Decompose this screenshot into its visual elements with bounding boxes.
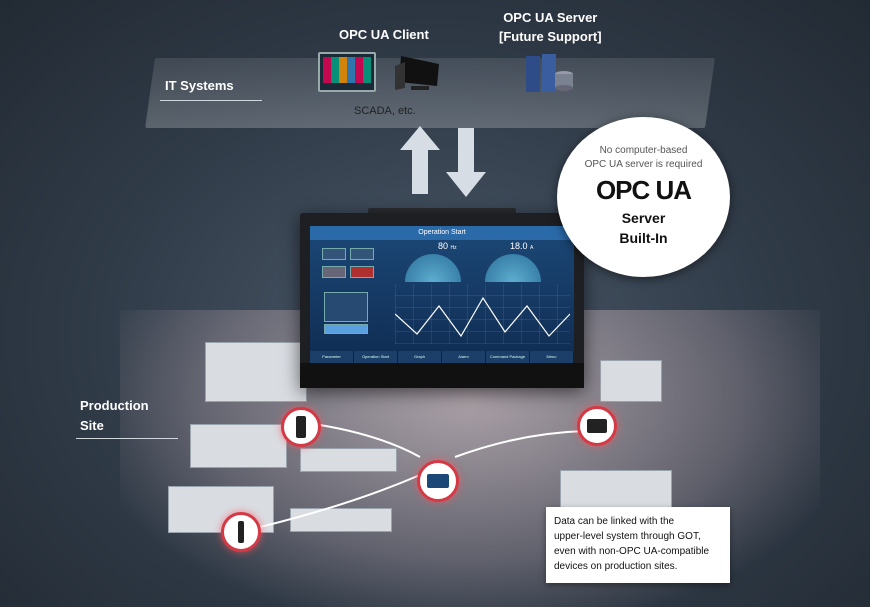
device-circle-right [577, 406, 617, 446]
bubble-text-bottom: Server Built-In [557, 208, 730, 248]
motor-readout: 80 Hz [438, 241, 457, 251]
current-value: 18.0 [510, 241, 528, 251]
screen-tab-bar: Parameter Operation Start Graph Alarm Co… [310, 351, 574, 363]
production-site-label-line2: Site [80, 418, 104, 433]
screen-button-set[interactable] [324, 324, 368, 334]
opc-server-label-line2: [Future Support] [499, 29, 602, 44]
screen-button-2[interactable] [350, 248, 374, 260]
screen-tab-0[interactable]: Parameter [310, 351, 354, 363]
conveyor-upper [300, 448, 397, 472]
got-monitor: Operation Start 80 Hz 18.0 A Parameter O… [300, 213, 584, 388]
info-note: Data can be linked with the upper-level … [546, 507, 730, 583]
machine-back-left [205, 342, 307, 402]
opc-ua-bubble: No computer-based OPC UA server is requi… [557, 117, 730, 277]
screen-button-3[interactable] [322, 266, 346, 278]
updown-arrows-icon [400, 126, 486, 197]
note-line3: even with non-OPC UA-compatible [554, 546, 710, 557]
motor-gauge [405, 254, 461, 282]
screen-button-stop[interactable] [350, 266, 374, 278]
bubble-line1: No computer-based [599, 145, 688, 156]
bubble-text-top: No computer-based OPC UA server is requi… [557, 144, 730, 172]
current-unit: A [530, 245, 534, 251]
laptop-icon [318, 52, 376, 92]
device-circle-lower-left [221, 512, 261, 552]
screen-tab-1[interactable]: Operation Start [354, 351, 398, 363]
motor-unit: Hz [450, 245, 457, 251]
machine-left-upper [190, 424, 287, 468]
opc-server-label: OPC UA Server [Future Support] [499, 8, 602, 46]
opc-client-label: OPC UA Client [339, 27, 429, 42]
screen-button-1[interactable] [322, 248, 346, 260]
trend-graph [394, 284, 571, 344]
screen-tab-5[interactable]: Menu [530, 351, 574, 363]
bubble-line3: Server [621, 210, 666, 226]
machine-back-right [600, 360, 662, 402]
screen-title: Operation Start [310, 226, 574, 240]
screen-tab-2[interactable]: Graph [398, 351, 442, 363]
screen-setting-panel [324, 292, 368, 322]
machine-right-racks [560, 470, 672, 508]
bubble-line4: Built-In [619, 230, 668, 246]
note-line4: devices on production sites. [554, 561, 678, 572]
opc-server-label-line1: OPC UA Server [503, 10, 598, 25]
production-site-underline [76, 438, 178, 439]
production-site-label-line1: Production [80, 398, 149, 413]
production-site-label: Production Site [80, 396, 149, 436]
it-systems-label: IT Systems [165, 78, 234, 93]
current-gauge [485, 254, 541, 282]
scada-label: SCADA, etc. [354, 105, 416, 117]
current-readout: 18.0 A [510, 241, 533, 251]
it-systems-underline [160, 100, 262, 101]
monitor-bezel-bottom [300, 363, 584, 388]
monitor-pc-icon [393, 52, 443, 94]
screen-tab-3[interactable]: Alarm [442, 351, 486, 363]
got-circle-center [417, 460, 459, 502]
conveyor-lower [290, 508, 392, 532]
opc-ua-logo: OPC UA [595, 175, 692, 205]
monitor-top-edge [368, 208, 516, 215]
bubble-line2: OPC UA server is required [584, 159, 703, 170]
note-line2: upper-level system through GOT, [554, 531, 701, 542]
screen-tab-4[interactable]: Command Package [486, 351, 530, 363]
link-lines [259, 424, 586, 528]
device-circle-upper-left [281, 407, 321, 447]
got-screen: Operation Start 80 Hz 18.0 A Parameter O… [310, 226, 574, 363]
motor-value: 80 [438, 241, 449, 251]
note-line1: Data can be linked with the [554, 516, 675, 527]
server-icon [522, 52, 574, 96]
